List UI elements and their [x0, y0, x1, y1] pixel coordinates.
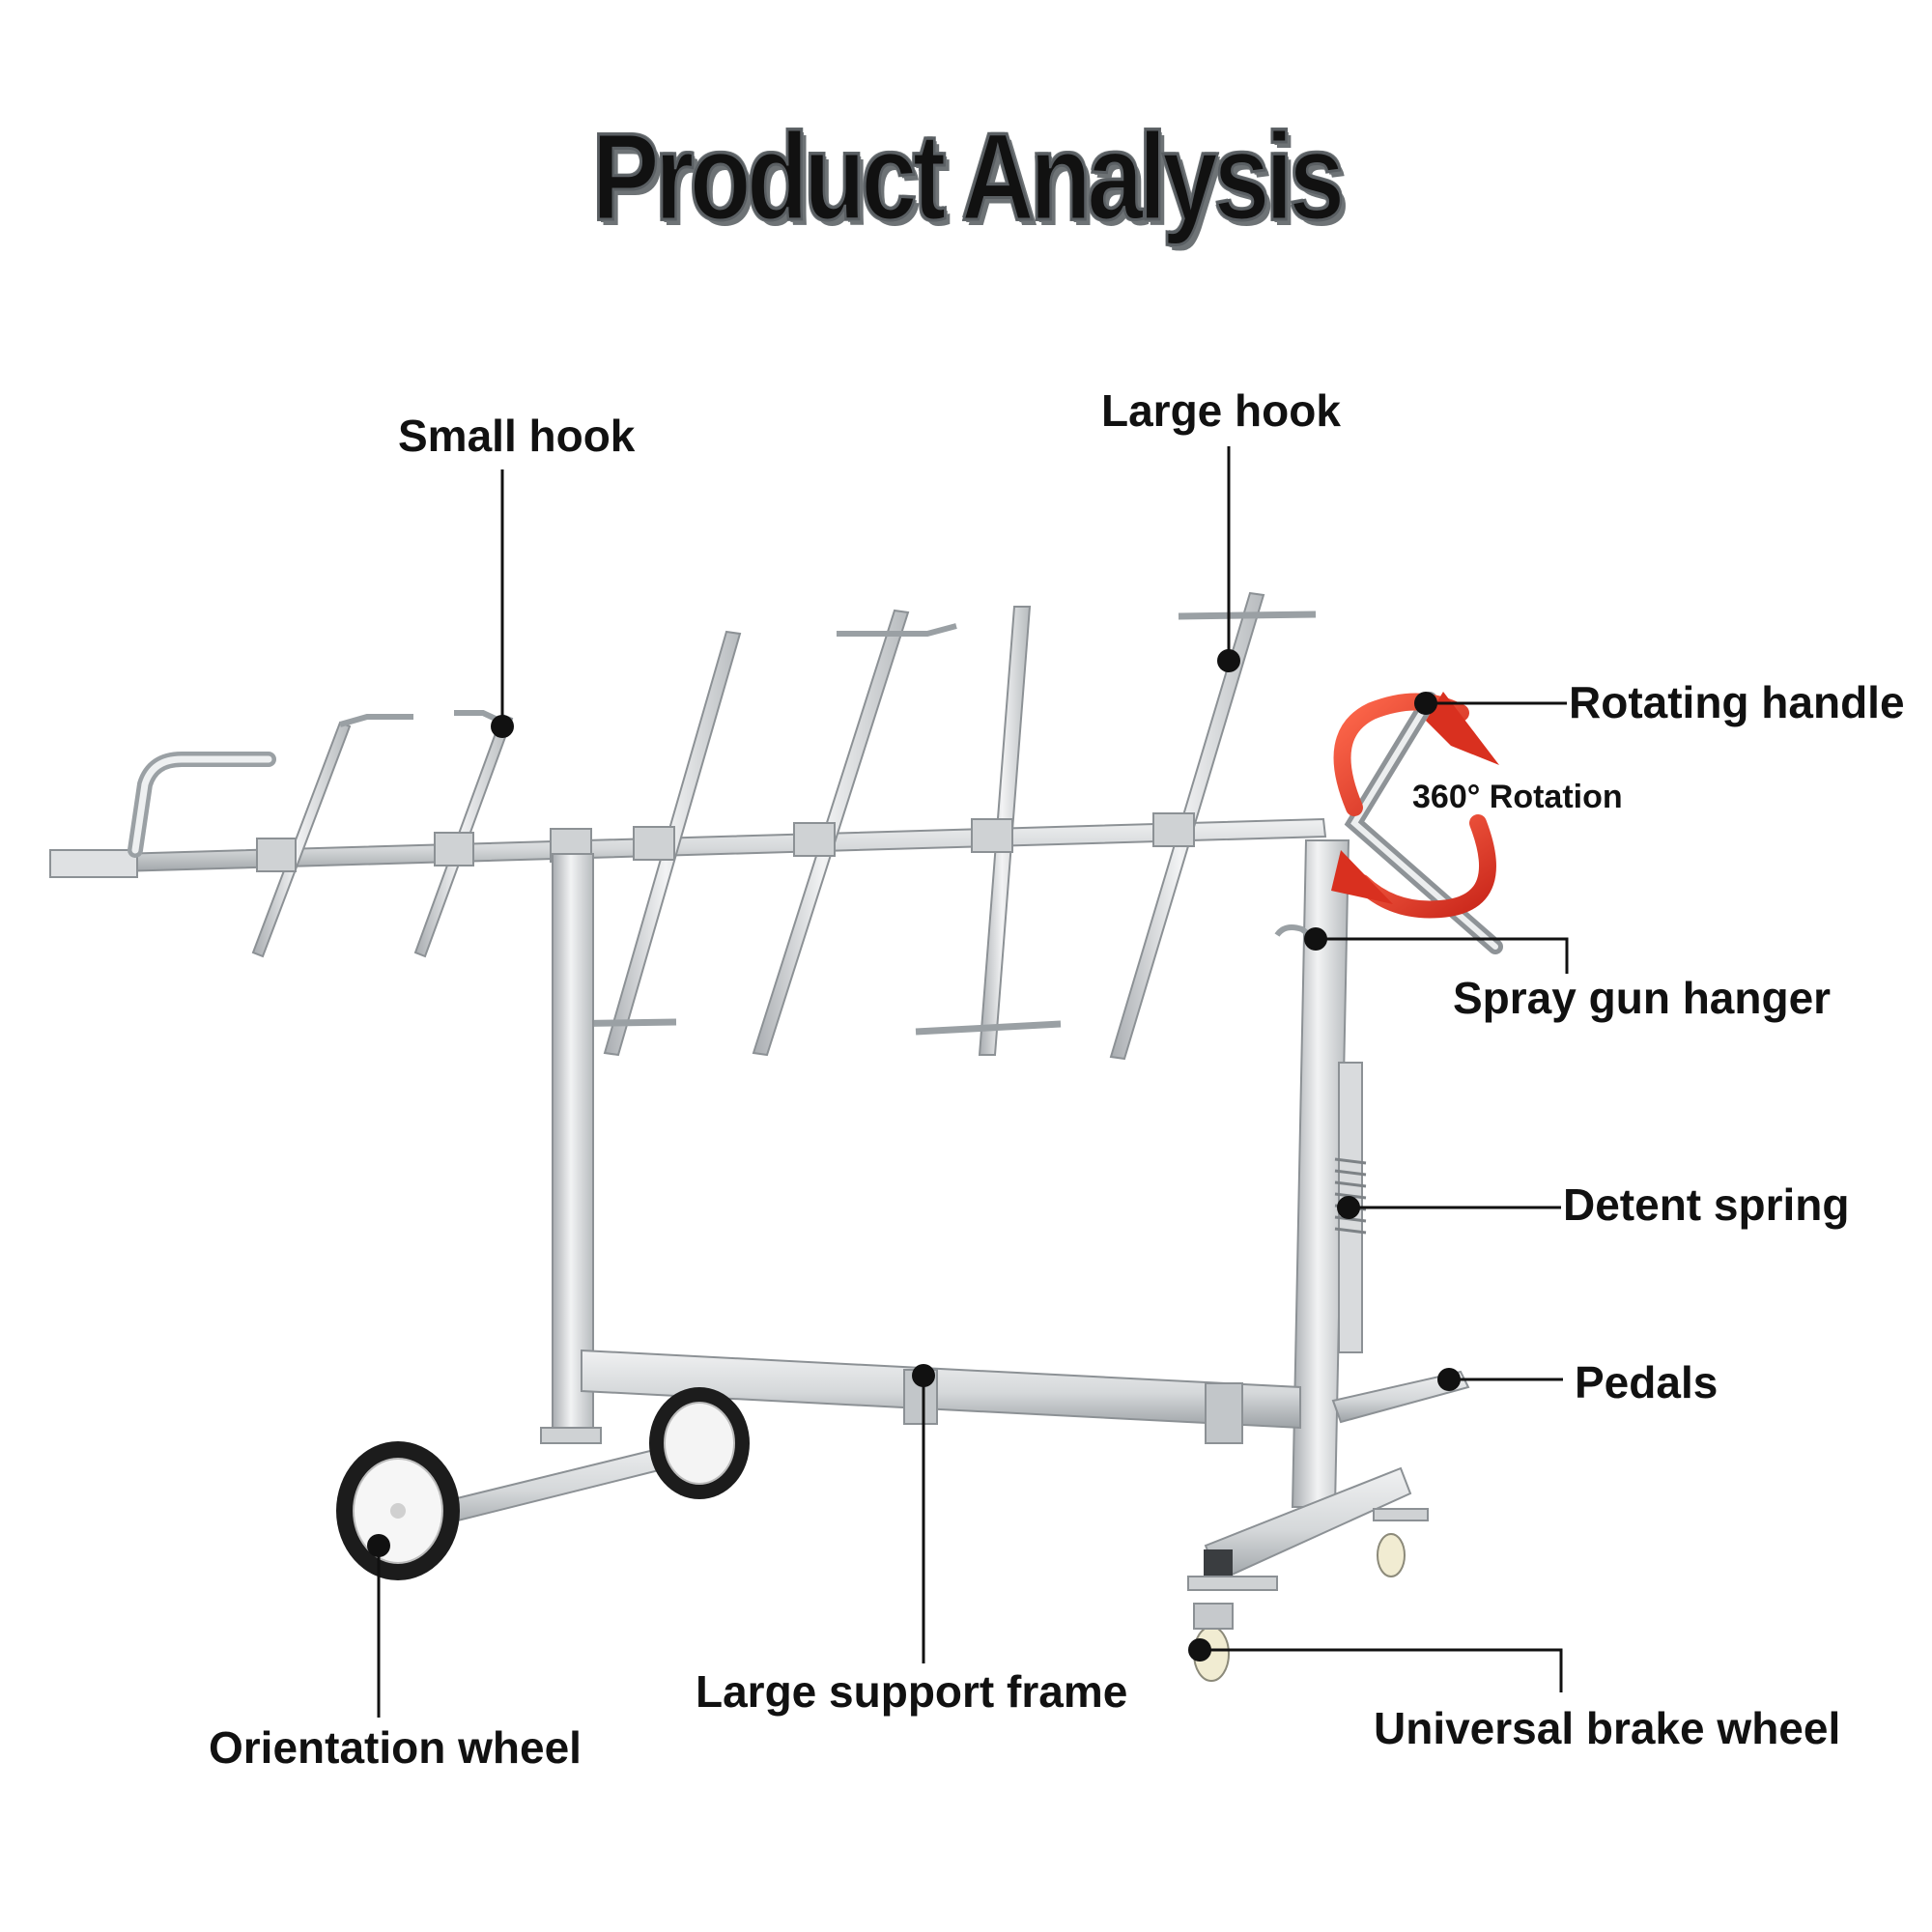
orientation-wheel-back [649, 1387, 750, 1499]
label-large-hook: Large hook [1101, 385, 1341, 436]
spray-gun-hook-shape [1274, 924, 1314, 940]
leader-lines [377, 446, 1569, 1718]
pedal-shape [1331, 1370, 1470, 1424]
label-orientation-wheel: Orientation wheel [209, 1722, 582, 1773]
label-spray-gun-hanger: Spray gun hanger [1453, 973, 1832, 1023]
right-base [1187, 1466, 1429, 1682]
label-360-rotation: 360° Rotation [1412, 779, 1623, 815]
label-small-hook: Small hook [398, 411, 636, 461]
label-pedals: Pedals [1575, 1357, 1719, 1407]
large-hook-arms [550, 591, 1317, 1061]
label-rotating-handle: Rotating handle [1569, 677, 1905, 727]
leader-dots [367, 649, 1461, 1662]
orientation-wheel-front [336, 1441, 460, 1580]
label-large-support-frame: Large support frame [696, 1666, 1128, 1717]
page-title: Product Analysis [590, 107, 1346, 248]
label-universal-brake-wheel: Universal brake wheel [1374, 1703, 1841, 1753]
small-hook-arms [251, 710, 514, 958]
left-base [336, 1387, 750, 1580]
label-detent-spring: Detent spring [1563, 1179, 1850, 1230]
